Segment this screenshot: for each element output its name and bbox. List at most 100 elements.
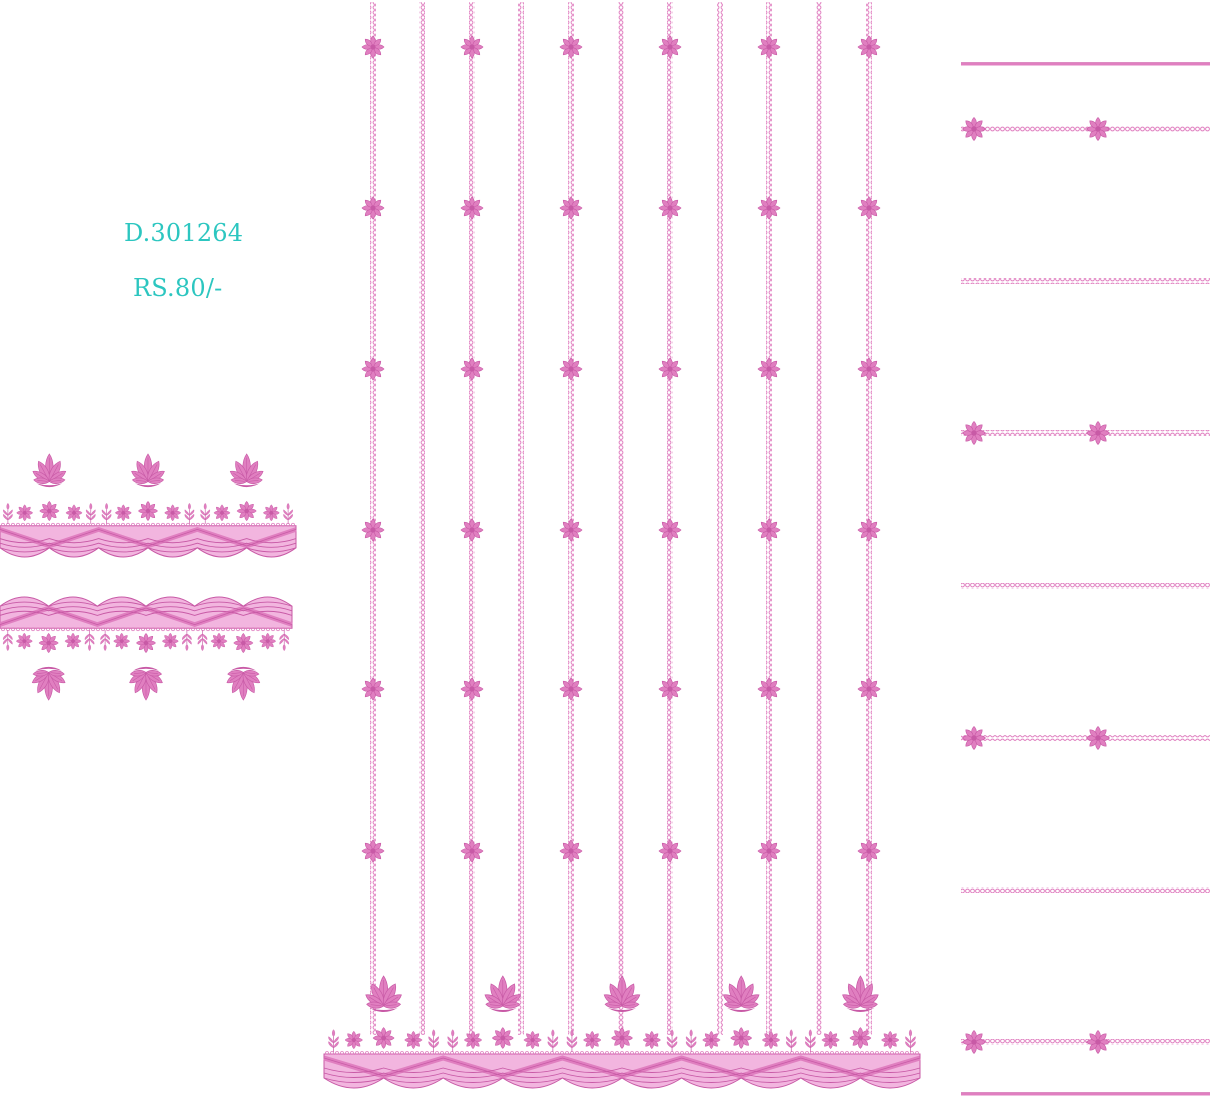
star-flower-icon: [210, 632, 228, 650]
lotus-icon: [31, 666, 66, 701]
scalloped-lace-border: [323, 975, 921, 1089]
star-flower-icon: [702, 1030, 721, 1050]
chain-stripe: [419, 2, 425, 1035]
star-flower-icon: [523, 1030, 542, 1050]
lace-band: [0, 596, 293, 629]
star-flower-icon: [1086, 1030, 1110, 1054]
star-flower-icon: [849, 1027, 872, 1049]
star-flower-icon: [38, 633, 59, 653]
star-flower-icon: [136, 633, 156, 653]
leaf-sprig: [100, 630, 110, 651]
star-flower-icon: [404, 1030, 423, 1050]
solid-border-line: [961, 1092, 1210, 1096]
leaf-sprig: [805, 1029, 816, 1052]
scallop-line: [0, 547, 297, 553]
star-flower-icon: [361, 677, 385, 701]
scallop-line: [0, 606, 293, 612]
star-flower-icon: [491, 1027, 514, 1049]
horizontal-motif-lines: [961, 62, 1210, 1096]
star-flower-icon: [113, 632, 131, 650]
star-flower-icon: [213, 504, 231, 522]
leaf-sprig: [85, 503, 96, 524]
leaf-sprig: [197, 630, 208, 651]
star-flower-icon: [857, 677, 881, 701]
leaf-sprig: [566, 1029, 578, 1052]
star-flower-icon: [757, 357, 781, 381]
star-flower-icon: [16, 504, 34, 522]
star-flower-icon: [361, 35, 385, 59]
star-flower-icon: [857, 839, 881, 863]
leaf-sprig: [328, 1029, 339, 1052]
lotus-icon: [229, 453, 264, 488]
chain-stripe: [518, 2, 524, 1035]
lotus-icon: [484, 975, 522, 1012]
leaf-sprig: [786, 1029, 797, 1052]
leaf-sprig: [3, 503, 13, 524]
scalloped-lace-border: [0, 596, 293, 701]
lace-band: [0, 525, 297, 558]
star-flower-icon: [881, 1030, 900, 1050]
star-flower-icon: [460, 518, 484, 542]
star-flower-icon: [15, 632, 33, 650]
lotus-icon: [365, 975, 402, 1012]
leaf-sprig: [685, 1029, 697, 1052]
design-code-label: D.301264: [124, 219, 244, 247]
star-flower-icon: [857, 196, 881, 220]
lotus-icon: [32, 453, 67, 488]
scallop-line: [0, 538, 297, 544]
star-flower-icon: [372, 1027, 395, 1049]
scalloped-lace-border: [0, 453, 297, 558]
star-flower-icon: [361, 518, 385, 542]
star-flower-icon: [164, 504, 182, 522]
star-flower-icon: [757, 518, 781, 542]
star-flower-icon: [559, 839, 583, 863]
chain-stripe: [667, 2, 673, 1035]
bottom-scalloped-border: [323, 975, 921, 1089]
leaf-sprig: [547, 1029, 559, 1052]
chain-stripe: [816, 2, 822, 1035]
star-flower-icon: [460, 677, 484, 701]
star-flower-icon: [658, 196, 682, 220]
leaf-sprig: [200, 503, 211, 524]
star-flower-icon: [65, 504, 83, 522]
star-flower-icon: [857, 357, 881, 381]
chain-stripe: [370, 2, 376, 1035]
star-flower-icon: [463, 1030, 483, 1050]
chain-stripe: [618, 2, 624, 1035]
leaf-sprig: [905, 1029, 916, 1052]
lotus-icon: [131, 453, 165, 488]
star-flower-icon: [114, 504, 132, 522]
chain-line: [961, 278, 1210, 284]
scallop-line: [0, 610, 293, 616]
star-flower-icon: [233, 633, 254, 653]
leaf-sprig: [279, 630, 290, 651]
scallop-line: [323, 1072, 921, 1078]
design-price-label: RS.80/-: [133, 274, 223, 302]
star-flower-icon: [236, 501, 257, 521]
scallop-line: [0, 542, 297, 548]
star-flower-icon: [857, 518, 881, 542]
star-flower-icon: [962, 1030, 986, 1054]
star-flower-icon: [559, 196, 583, 220]
leaf-sprig: [182, 630, 192, 651]
star-flower-icon: [559, 35, 583, 59]
star-flower-icon: [1086, 421, 1110, 445]
scallop-line: [0, 601, 293, 607]
star-flower-icon: [138, 501, 158, 521]
star-flower-icon: [460, 357, 484, 381]
star-flower-icon: [1086, 726, 1110, 750]
scallop-line: [323, 1067, 921, 1073]
leaf-sprig: [84, 630, 95, 651]
star-flower-icon: [821, 1030, 840, 1050]
chain-stripe: [866, 2, 872, 1035]
star-flower-icon: [262, 504, 280, 522]
chain-line: [961, 583, 1210, 589]
star-flower-icon: [559, 357, 583, 381]
solid-border-line: [961, 62, 1210, 66]
star-flower-icon: [658, 677, 682, 701]
leaf-sprig: [2, 630, 13, 651]
scallop-line: [323, 1077, 921, 1083]
vertical-chain-stripes: [361, 2, 881, 1035]
star-flower-icon: [857, 35, 881, 59]
